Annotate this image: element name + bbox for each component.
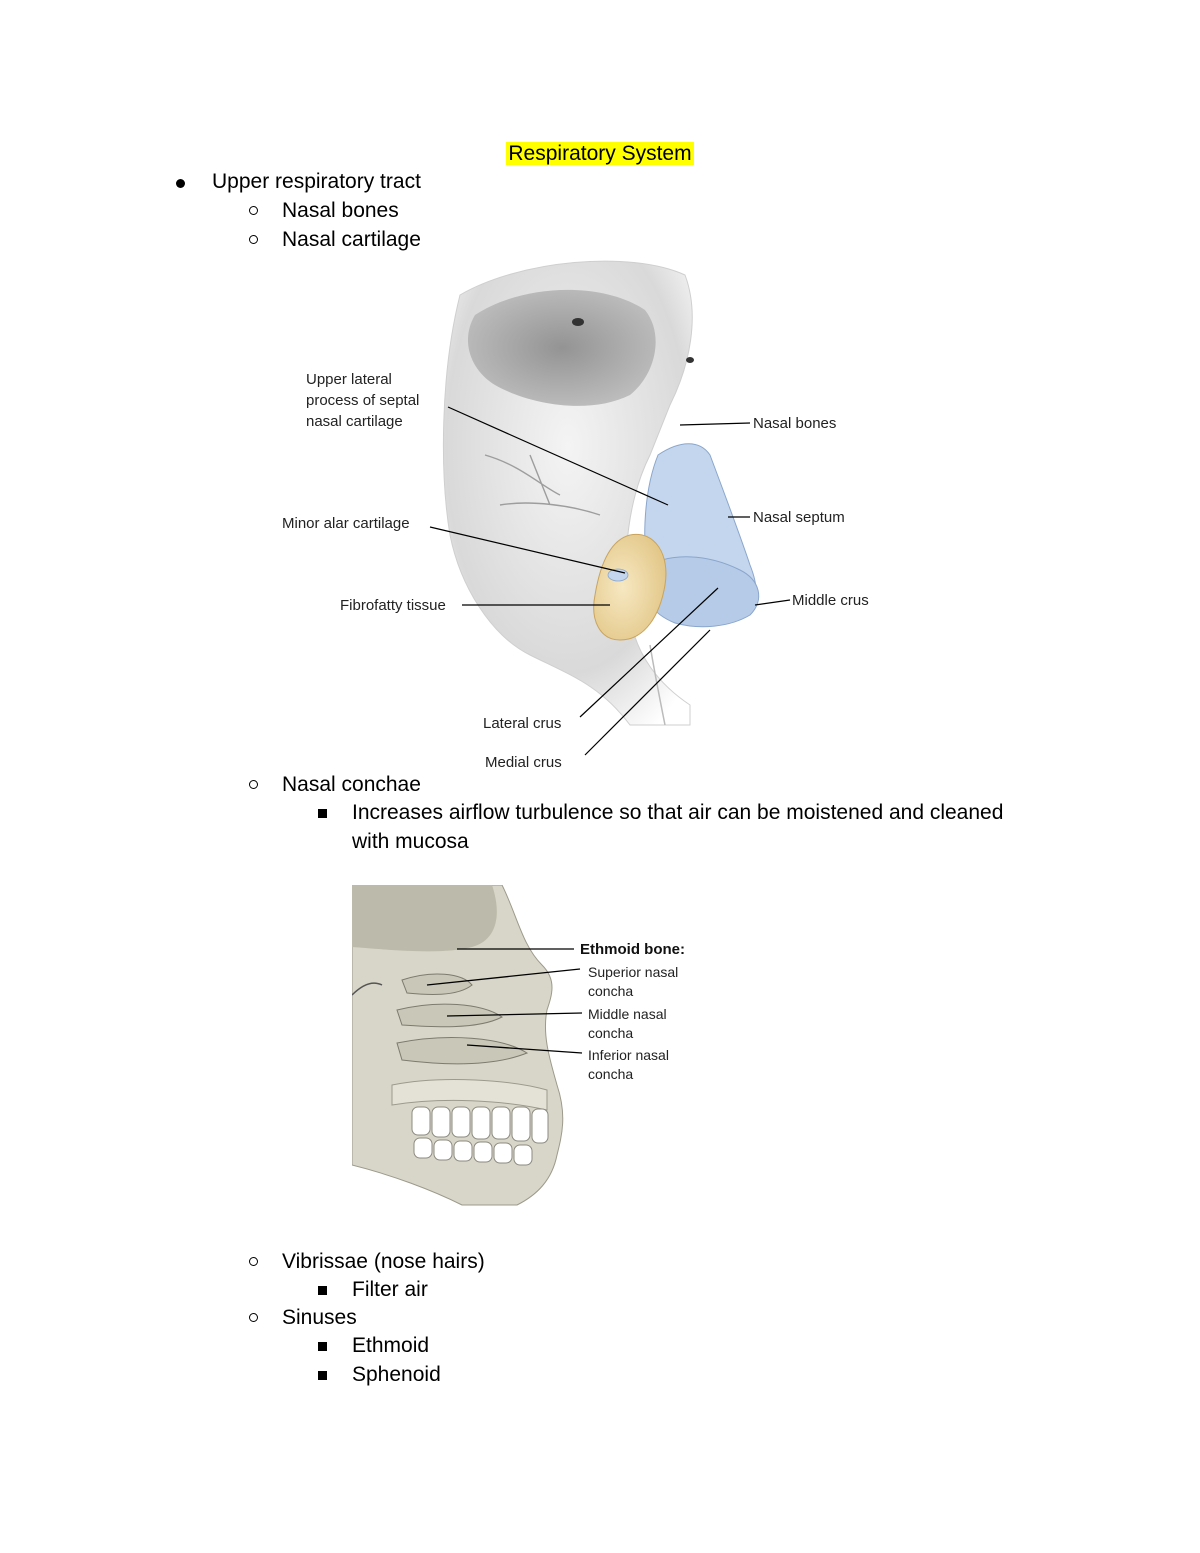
label-medial-crus: Medial crus	[485, 754, 562, 771]
bullet-circle	[249, 1257, 258, 1266]
outline-conchae-note-1: Increases airflow turbulence so that air…	[352, 801, 1004, 824]
outline-nasal-cartilage: Nasal cartilage	[282, 228, 421, 251]
outline-nasal-bones: Nasal bones	[282, 199, 399, 222]
label-middle-1: Middle nasal	[588, 1006, 667, 1022]
label-ethmoid-bone: Ethmoid bone:	[580, 941, 685, 958]
outline-vibrissae: Vibrissae (nose hairs)	[282, 1250, 485, 1273]
label-inferior-1: Inferior nasal	[588, 1047, 669, 1063]
alar-cartilage-shape	[639, 556, 760, 628]
ethmoid-conchae-figure: Ethmoid bone: Superior nasal concha Midd…	[352, 885, 685, 1206]
title-highlight: Respiratory System	[506, 142, 694, 165]
bullet-square	[318, 1286, 327, 1295]
orbit-shape	[467, 289, 656, 406]
label-inferior-2: concha	[588, 1066, 633, 1082]
nose-cartilage-figure: Upper lateral process of septal nasal ca…	[282, 260, 869, 771]
outline-upper-tract: Upper respiratory tract	[212, 170, 421, 193]
label-middle-crus: Middle crus	[792, 592, 869, 609]
inferior-concha-shape	[396, 1037, 529, 1065]
outline-conchae-note-2: with mucosa	[352, 830, 469, 853]
bullet-circle	[249, 780, 258, 789]
label-middle-2: concha	[588, 1025, 633, 1041]
bullet-circle	[249, 206, 258, 215]
label-minor-alar: Minor alar cartilage	[282, 515, 410, 532]
label-upper-lateral-3: nasal cartilage	[306, 413, 403, 430]
label-lateral-crus: Lateral crus	[483, 715, 561, 732]
outline-sinuses: Sinuses	[282, 1306, 357, 1329]
teeth-group	[411, 1106, 549, 1166]
bullet-circle	[249, 1313, 258, 1322]
outline-sphenoid: Sphenoid	[352, 1363, 441, 1386]
fibrofatty-shape	[593, 533, 667, 641]
outline-nasal-conchae: Nasal conchae	[282, 773, 421, 796]
bullet-square	[318, 809, 327, 818]
bullet-square	[318, 1371, 327, 1380]
label-superior-2: concha	[588, 983, 633, 999]
label-superior-1: Superior nasal	[588, 964, 678, 980]
page-title: Respiratory System	[0, 140, 1200, 168]
outline-ethmoid: Ethmoid	[352, 1334, 430, 1357]
foramen-shape	[572, 318, 584, 326]
label-nasal-septum: Nasal septum	[753, 509, 845, 526]
outline-filter-air: Filter air	[352, 1278, 428, 1301]
bullet-circle	[249, 235, 258, 244]
label-upper-lateral-1: Upper lateral	[306, 371, 392, 388]
label-upper-lateral-2: process of septal	[306, 392, 419, 409]
label-nasal-bones: Nasal bones	[753, 415, 836, 432]
bullet-dot	[176, 179, 185, 188]
label-fibrofatty: Fibrofatty tissue	[340, 597, 446, 614]
bullet-square	[318, 1342, 327, 1351]
